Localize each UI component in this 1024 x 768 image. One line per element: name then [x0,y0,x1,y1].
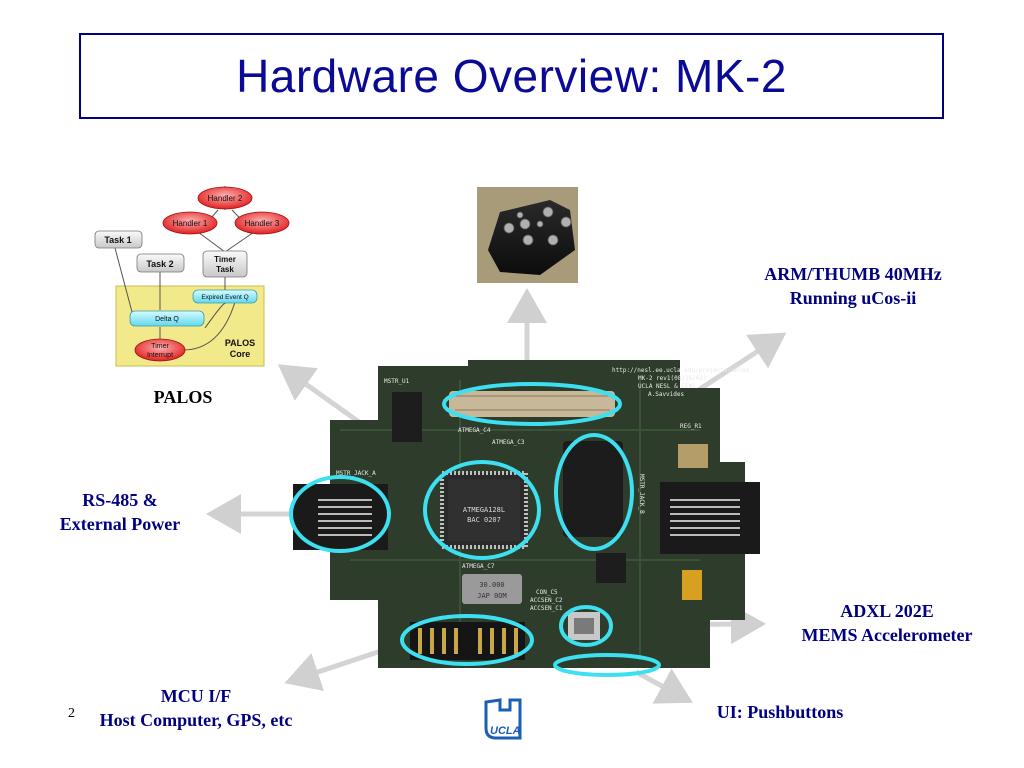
board-atmega-c4: ATMEGA_C4 [458,427,491,434]
palos-core-text-2: Core [230,349,251,359]
ucla-logo-text: UCLA [490,725,521,737]
handler2-text: Handler 2 [208,194,243,203]
task2-node [136,253,185,273]
palos-core-text-1: PALOS [225,338,255,348]
board-reg-r1: REG_R1 [680,423,702,430]
board-url-2: MK-2 rev1(08/16/02) [638,375,707,382]
rs485-label-line1: RS-485 & [82,490,158,510]
board-mstr-jack-a: MSTR_JACK_A [336,470,376,477]
ring-header [400,614,534,666]
board-atmega-c3: ATMEGA_C3 [492,439,525,446]
board-accsen-c2: ACCSEN_C2 [530,597,563,604]
xtal-marking-1: 30.000 [479,581,504,589]
board-con-c5: CON_C5 [536,589,558,596]
ring-rs485 [289,475,391,553]
ring-mcu [423,460,541,560]
title-box: Hardware Overview: MK-2 [79,33,944,119]
mcu-label-line2: Host Computer, GPS, etc [99,710,293,730]
handler3-text: Handler 3 [245,219,280,228]
mcu-label: MCU I/F Host Computer, GPS, etc [66,684,326,732]
ring-adxl [559,605,613,647]
timer-interrupt-text-1: Timer [151,343,169,350]
rs485-label-line2: External Power [59,514,181,534]
timer-task-text-2: Task [216,265,234,274]
palos-label: PALOS [153,387,213,407]
handler1-text: Handler 1 [173,219,208,228]
arrow-ui [634,668,693,704]
slide-number: 2 [68,706,75,721]
ui-pushbuttons-label: UI: Pushbuttons [716,702,844,722]
handler3-node [234,211,290,235]
slide-title: Hardware Overview: MK-2 [236,50,787,102]
board-mstr-u1: MSTR_U1 [384,378,410,385]
board-url-3: UCLA NESL & CENS [638,383,696,390]
ucla-logo: UCLA [484,698,522,740]
delta-q-text: Delta Q [155,316,179,323]
task1-text: Task 1 [104,235,131,245]
highlight-rings [289,382,661,677]
timer-interrupt-node [134,338,186,362]
rs485-label: RS-485 & External Power [25,488,215,536]
handler1-node [162,211,218,235]
mcu-label-line1: MCU I/F [160,686,232,706]
board-accsen-c1: ACCSEN_C1 [530,605,563,612]
palos-diagram: Handler 2 Handler 1 Handler 3 Task 1 Tas… [94,186,290,367]
pcb-board: ATMEGA128L BAC 0207 30.000 JAP 0OM [293,360,760,668]
board-mstr-jack-b: MSTR_JACK_B [638,474,645,514]
board-url-1: http://nesl.ee.ucla.edu/projects/ahlos [612,367,750,374]
board-url-4: A.Savvides [648,391,685,398]
delta-q-node [129,310,205,327]
ring-memory [554,433,634,551]
arm-label-line2: Running uCos-ii [789,288,917,308]
arm-label: ARM/THUMB 40MHz Running uCos-ii [703,262,1003,310]
ring-pushbuttons [553,653,661,677]
ring-connector [442,382,622,426]
expired-event-q-text: Expired Event Q [201,294,248,301]
arm-label-line1: ARM/THUMB 40MHz [764,264,942,284]
adxl-label: ADXL 202E MEMS Accelerometer [762,599,1012,647]
timer-task-node [202,250,248,278]
arm-module-photo [477,187,578,283]
chip-marking-1: ATMEGA128L [463,506,505,514]
adxl-label-line1: ADXL 202E [840,601,934,621]
task2-text: Task 2 [146,259,173,269]
adxl-label-line2: MEMS Accelerometer [801,625,973,645]
task1-node [94,230,143,249]
timer-interrupt-text-2: Interrupt [147,352,173,359]
xtal-marking-2: JAP 0OM [477,592,507,600]
handler2-node [197,186,253,210]
timer-task-text-1: Timer [214,255,236,264]
expired-event-q-node [192,289,258,304]
chip-marking-2: BAC 0207 [467,516,501,524]
board-atmega-c7: ATMEGA_C7 [462,563,495,570]
